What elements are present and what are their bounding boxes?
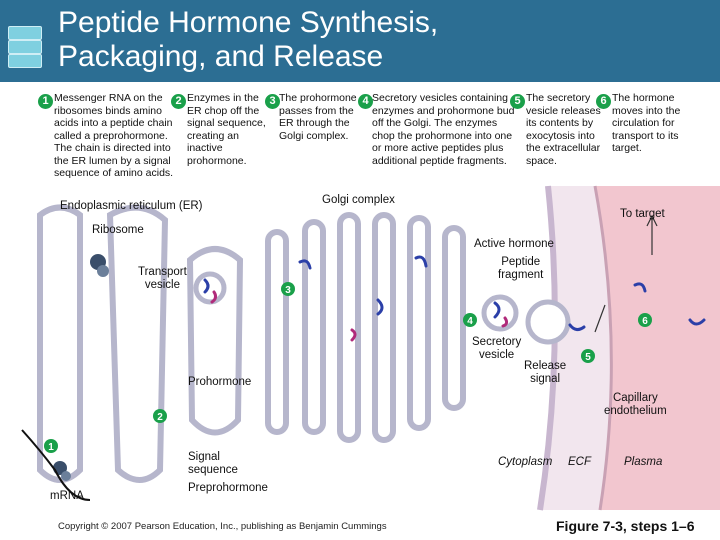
svg-text:6: 6 bbox=[642, 316, 648, 327]
peptide-chains bbox=[203, 255, 706, 332]
transport-vesicle-label: Transport vesicle bbox=[138, 266, 187, 291]
preprohormone-label: Preprohormone bbox=[188, 482, 268, 494]
prohormone-label: Prohormone bbox=[188, 376, 252, 388]
cell-membrane bbox=[537, 185, 558, 511]
ribosome-label: Ribosome bbox=[92, 224, 144, 236]
mrna-strand bbox=[21, 429, 91, 501]
step-5-text: The secretory vesicle releases its conte… bbox=[526, 92, 601, 167]
slide-title: Peptide Hormone Synthesis, Packaging, an… bbox=[58, 6, 439, 73]
mrna-label: mRNA bbox=[50, 490, 84, 502]
scene-step-markers: 1 2 3 4 5 6 bbox=[44, 282, 652, 453]
golgi-label: Golgi complex bbox=[322, 194, 395, 206]
peptide-fragment-label: Peptide fragment bbox=[498, 256, 544, 281]
figure-caption: Figure 7-3, steps 1–6 bbox=[556, 518, 695, 534]
release-signal-label: Release signal bbox=[524, 360, 567, 385]
stack-icon-bar-2 bbox=[8, 40, 42, 54]
svg-text:1: 1 bbox=[48, 442, 54, 453]
svg-text:2: 2 bbox=[157, 412, 163, 423]
svg-text:4: 4 bbox=[467, 316, 473, 327]
step-2-text: Enzymes in the ER chop off the signal se… bbox=[187, 92, 266, 167]
svg-text:3: 3 bbox=[285, 285, 291, 296]
step-4-badge: 4 bbox=[358, 94, 373, 109]
to-target-label: To target bbox=[620, 208, 665, 220]
plasma-label: Plasma bbox=[624, 456, 663, 468]
ecf-region bbox=[540, 186, 625, 510]
stack-icon-bar-1 bbox=[8, 26, 42, 40]
flow-arrows bbox=[594, 214, 658, 333]
step-4-text: Secretory vesicles containing enzymes an… bbox=[372, 92, 515, 167]
stack-icon-bar-3 bbox=[8, 54, 42, 68]
copyright-text: Copyright © 2007 Pearson Education, Inc.… bbox=[58, 521, 387, 532]
golgi-complex bbox=[265, 212, 466, 443]
active-hormone-label: Active hormone bbox=[474, 238, 554, 250]
step-6-text: The hormone moves into the circulation f… bbox=[612, 92, 681, 154]
step-1-badge: 1 bbox=[38, 94, 53, 109]
vesicles bbox=[193, 271, 571, 345]
step-6-badge: 6 bbox=[596, 94, 611, 109]
er-label: Endoplasmic reticulum (ER) bbox=[60, 200, 203, 212]
cytoplasm-label: Cytoplasm bbox=[498, 456, 553, 468]
secretory-vesicle-label: Secretory vesicle bbox=[472, 336, 522, 361]
title-banner bbox=[0, 0, 720, 82]
ecf-label: ECF bbox=[568, 456, 591, 468]
prohormone-fragments bbox=[210, 290, 509, 342]
step-5-badge: 5 bbox=[510, 94, 525, 109]
step-3-badge: 3 bbox=[265, 94, 280, 109]
step-1-text: Messenger RNA on the ribosomes binds ami… bbox=[54, 92, 174, 179]
svg-text:5: 5 bbox=[585, 352, 591, 363]
step-2-badge: 2 bbox=[171, 94, 186, 109]
capillary-label: Capillary endothelium bbox=[604, 392, 667, 417]
signal-sequence-label: Signal sequence bbox=[188, 451, 238, 476]
step-3-text: The prohormone passes from the ER throug… bbox=[279, 92, 357, 142]
capillary-region bbox=[595, 186, 720, 510]
